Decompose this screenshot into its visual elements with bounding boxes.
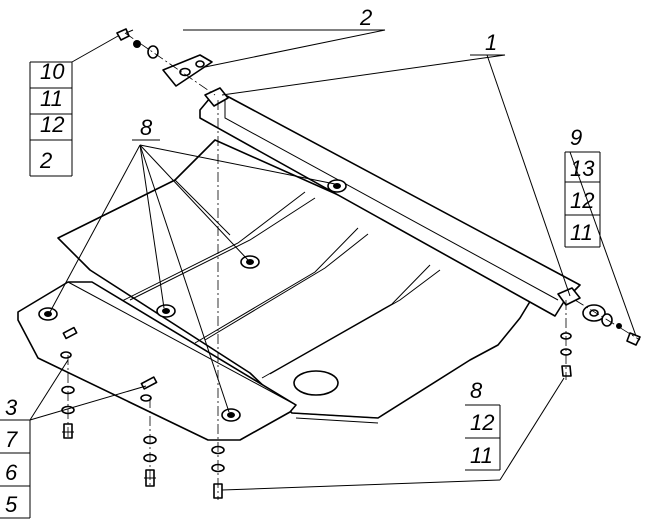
callout-3: 3: [5, 395, 18, 420]
callout-bottom-left: 3 7 6 5: [0, 395, 31, 519]
callout-2-stack: 2: [39, 148, 52, 173]
callout-8-bottom: 8: [470, 378, 483, 403]
bracket-plate: [162, 54, 213, 87]
callout-10: 10: [40, 59, 65, 84]
callout-11: 11: [40, 86, 63, 111]
callout-1: 1: [485, 30, 497, 55]
callout-right: 9 13 12 11: [564, 125, 601, 248]
callout-12-right: 12: [570, 188, 594, 213]
callout-12-bottom: 12: [470, 410, 494, 435]
callout-bottom-right: 8 12 11: [465, 378, 501, 471]
axis-lines: [67, 32, 641, 500]
callout-top-left: 10 11 12 2: [29, 59, 73, 177]
callout-2: 2: [359, 5, 372, 30]
callout-11-right: 11: [570, 220, 593, 245]
callout-6: 6: [5, 460, 18, 485]
callout-8: 8: [140, 115, 153, 140]
callout-12: 12: [40, 112, 64, 137]
rear-beam: [199, 87, 581, 317]
callout-11-bottom: 11: [470, 443, 493, 468]
leader-lines: [29, 29, 637, 491]
callout-13: 13: [570, 156, 595, 181]
mounting-holes: [38, 179, 347, 422]
callout-7: 7: [5, 427, 18, 452]
guard-plate: [57, 139, 541, 424]
front-cross-plate: [17, 281, 297, 441]
callout-5: 5: [5, 492, 18, 517]
callout-9: 9: [570, 125, 582, 150]
